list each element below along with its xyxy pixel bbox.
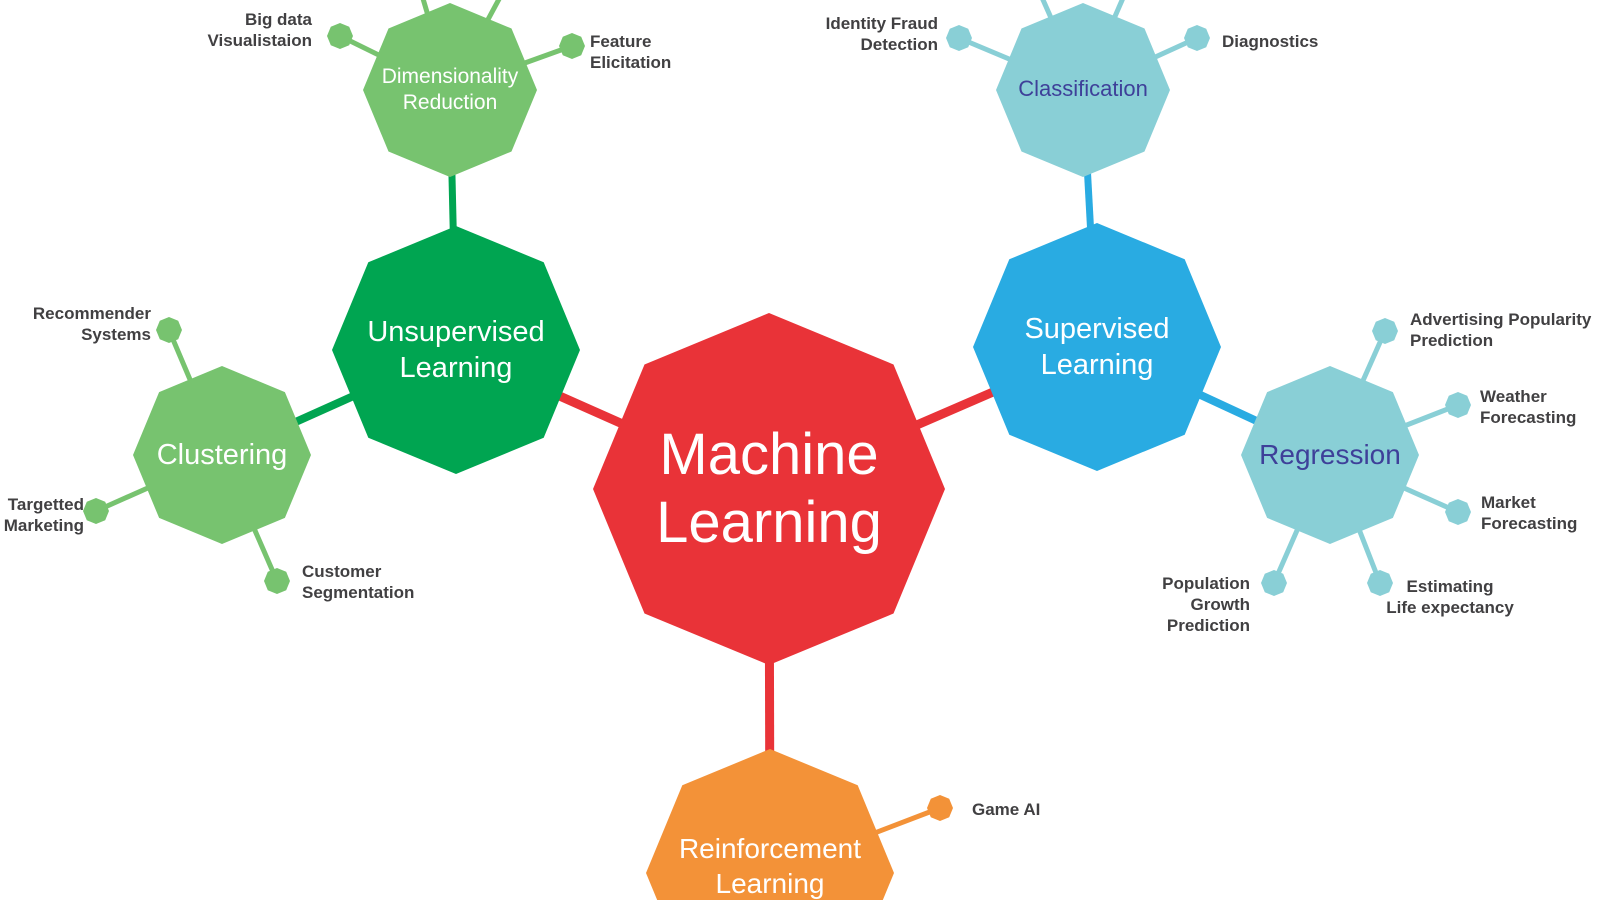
leaf-label-advertising-popularity-prediction: Advertising Popularity Prediction xyxy=(1410,309,1591,351)
leaf-label-line: Big data xyxy=(244,10,312,29)
node-label-line: Dimensionality xyxy=(381,65,519,88)
leaf-label-line: Population xyxy=(1162,574,1250,593)
leaf-dot-estimating-life-expectancy xyxy=(1367,570,1393,596)
leaf-label-line: Customer xyxy=(302,562,382,581)
node-shape-classification xyxy=(996,3,1170,177)
node-unsupervised-learning: Unsupervised Learning xyxy=(367,314,544,386)
node-label-line: Machine xyxy=(659,422,879,487)
leaf-label-line: Recommender xyxy=(32,304,151,323)
leaf-dot-market-forecasting xyxy=(1445,499,1471,525)
node-label-line: Unsupervised xyxy=(367,316,545,348)
leaf-label-diagnostics: Diagnostics xyxy=(1222,31,1318,52)
leaf-label-line: Life expectancy xyxy=(1386,598,1514,617)
leaf-dot-diagnostics xyxy=(1184,25,1210,51)
node-shape-clustering xyxy=(133,366,311,544)
leaf-dot-big-data-visualistaion xyxy=(327,23,353,49)
leaf-label-identity-fraud-detection: Identity Fraud Detection xyxy=(826,13,938,55)
node-label-line: Classification xyxy=(1018,76,1148,101)
leaf-label-line: Game AI xyxy=(972,800,1041,819)
node-label-line: Reduction xyxy=(402,91,498,114)
node-classification: Classification xyxy=(1018,76,1148,102)
node-regression: Regression xyxy=(1259,438,1401,472)
node-reinforcement-learning: Reinforcement Learning xyxy=(679,831,861,901)
leaf-label-market-forecasting: Market Forecasting xyxy=(1481,492,1577,534)
leaf-label-line: Systems xyxy=(81,325,151,344)
leaf-label-targetted-marketing: Targetted Marketing xyxy=(4,494,84,536)
node-shape-reinforcement-learning xyxy=(646,749,894,900)
node-shape-unsupervised-learning xyxy=(332,226,580,474)
node-supervised-learning: Supervised Learning xyxy=(1024,311,1169,383)
leaf-label-line: Visualistaion xyxy=(207,31,312,50)
leaf-dot-targetted-marketing xyxy=(83,498,109,524)
leaf-label-line: Advertising Popularity xyxy=(1410,310,1592,329)
leaf-label-estimating-life-expectancy: Estimating Life expectancy xyxy=(1386,576,1514,618)
node-shape-dimensionality-reduction xyxy=(363,3,537,177)
node-dimensionality-reduction: Dimensionality Reduction xyxy=(382,64,519,116)
leaf-label-recommender-systems: Recommender Systems xyxy=(33,303,151,345)
node-label-line: Learning xyxy=(715,868,825,899)
leaf-dot-advertising-popularity-prediction xyxy=(1372,318,1398,344)
leaf-label-population-growth-prediction: Population Growth Prediction xyxy=(1162,573,1250,636)
node-label-line: Learning xyxy=(1040,349,1154,381)
node-label-line: Clustering xyxy=(156,439,288,471)
leaf-label-line: Forecasting xyxy=(1480,408,1577,427)
leaf-label-line: Growth xyxy=(1190,595,1251,614)
leaf-label-line: Targetted xyxy=(7,495,84,514)
leaf-dot-recommender-systems xyxy=(156,317,182,343)
leaf-label-line: Diagnostics xyxy=(1222,32,1319,51)
leaf-label-big-data-visualistaion: Big data Visualistaion xyxy=(207,9,312,51)
node-shape-machine-learning xyxy=(593,313,945,665)
leaf-label-game-ai: Game AI xyxy=(972,799,1040,820)
leaf-label-line: Prediction xyxy=(1166,616,1250,635)
node-label-line: Reinforcement xyxy=(678,833,862,864)
leaf-label-line: Detection xyxy=(860,35,938,54)
leaf-label-line: Feature xyxy=(590,32,652,51)
leaf-dot-feature-elicitation xyxy=(559,33,585,59)
node-label-line: Regression xyxy=(1259,439,1401,470)
leaf-label-line: Prediction xyxy=(1410,331,1494,350)
node-clustering: Clustering xyxy=(157,438,288,472)
node-label-line: Supervised xyxy=(1024,313,1170,345)
leaf-label-customer-segmentation: Customer Segmentation xyxy=(302,561,414,603)
node-label-line: Learning xyxy=(656,490,882,555)
leaf-label-line: Elicitation xyxy=(590,53,672,72)
leaf-dot-customer-segmentation xyxy=(264,568,290,594)
leaf-label-line: Identity Fraud xyxy=(825,14,938,33)
leaf-label-line: Estimating xyxy=(1406,577,1494,596)
leaf-dot-population-growth-prediction xyxy=(1261,570,1287,596)
leaf-dot-weather-forecasting xyxy=(1445,392,1471,418)
node-shape-regression xyxy=(1241,366,1419,544)
node-shape-supervised-learning xyxy=(973,223,1221,471)
leaf-dot-game-ai xyxy=(927,795,953,821)
leaf-label-line: Market xyxy=(1481,493,1536,512)
leaf-label-line: Segmentation xyxy=(302,583,415,602)
node-machine-learning: Machine Learning xyxy=(656,421,882,557)
leaf-label-line: Weather xyxy=(1480,387,1547,406)
leaf-dot-identity-fraud-detection xyxy=(946,25,972,51)
leaf-label-weather-forecasting: Weather Forecasting xyxy=(1480,386,1576,428)
leaf-label-feature-elicitation: Feature Elicitation xyxy=(590,31,671,73)
node-label-line: Learning xyxy=(399,352,513,384)
leaf-label-line: Marketing xyxy=(3,516,84,535)
leaf-label-line: Forecasting xyxy=(1481,514,1578,533)
